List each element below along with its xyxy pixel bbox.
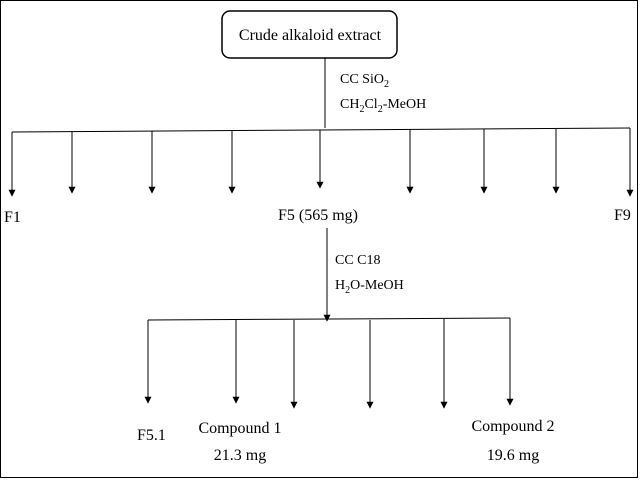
root-box <box>221 10 398 59</box>
step1-solvent-label: CH2Cl2-MeOH <box>340 97 426 115</box>
subfraction-bar <box>147 317 511 321</box>
step2-column-label: CC C18 <box>335 253 381 268</box>
compound1-name: Compound 1 <box>198 420 281 437</box>
compound1-mass: 21.3 mg <box>214 447 266 464</box>
fraction-bar <box>11 127 631 133</box>
step2-solvent-label: H2O-MeOH <box>335 278 404 296</box>
step1-column-label: CC SiO2 <box>340 72 389 90</box>
compound2-mass: 19.6 mg <box>487 447 539 464</box>
fraction-label-f5: F5 (565 mg) <box>278 207 358 224</box>
compound2-name: Compound 2 <box>471 418 554 435</box>
subfraction-label-f51: F5.1 <box>137 427 166 444</box>
root-label: Crude alkaloid extract <box>239 27 382 44</box>
fraction-label-f9: F9 <box>614 207 631 224</box>
fraction-label-f1: F1 <box>4 209 21 226</box>
